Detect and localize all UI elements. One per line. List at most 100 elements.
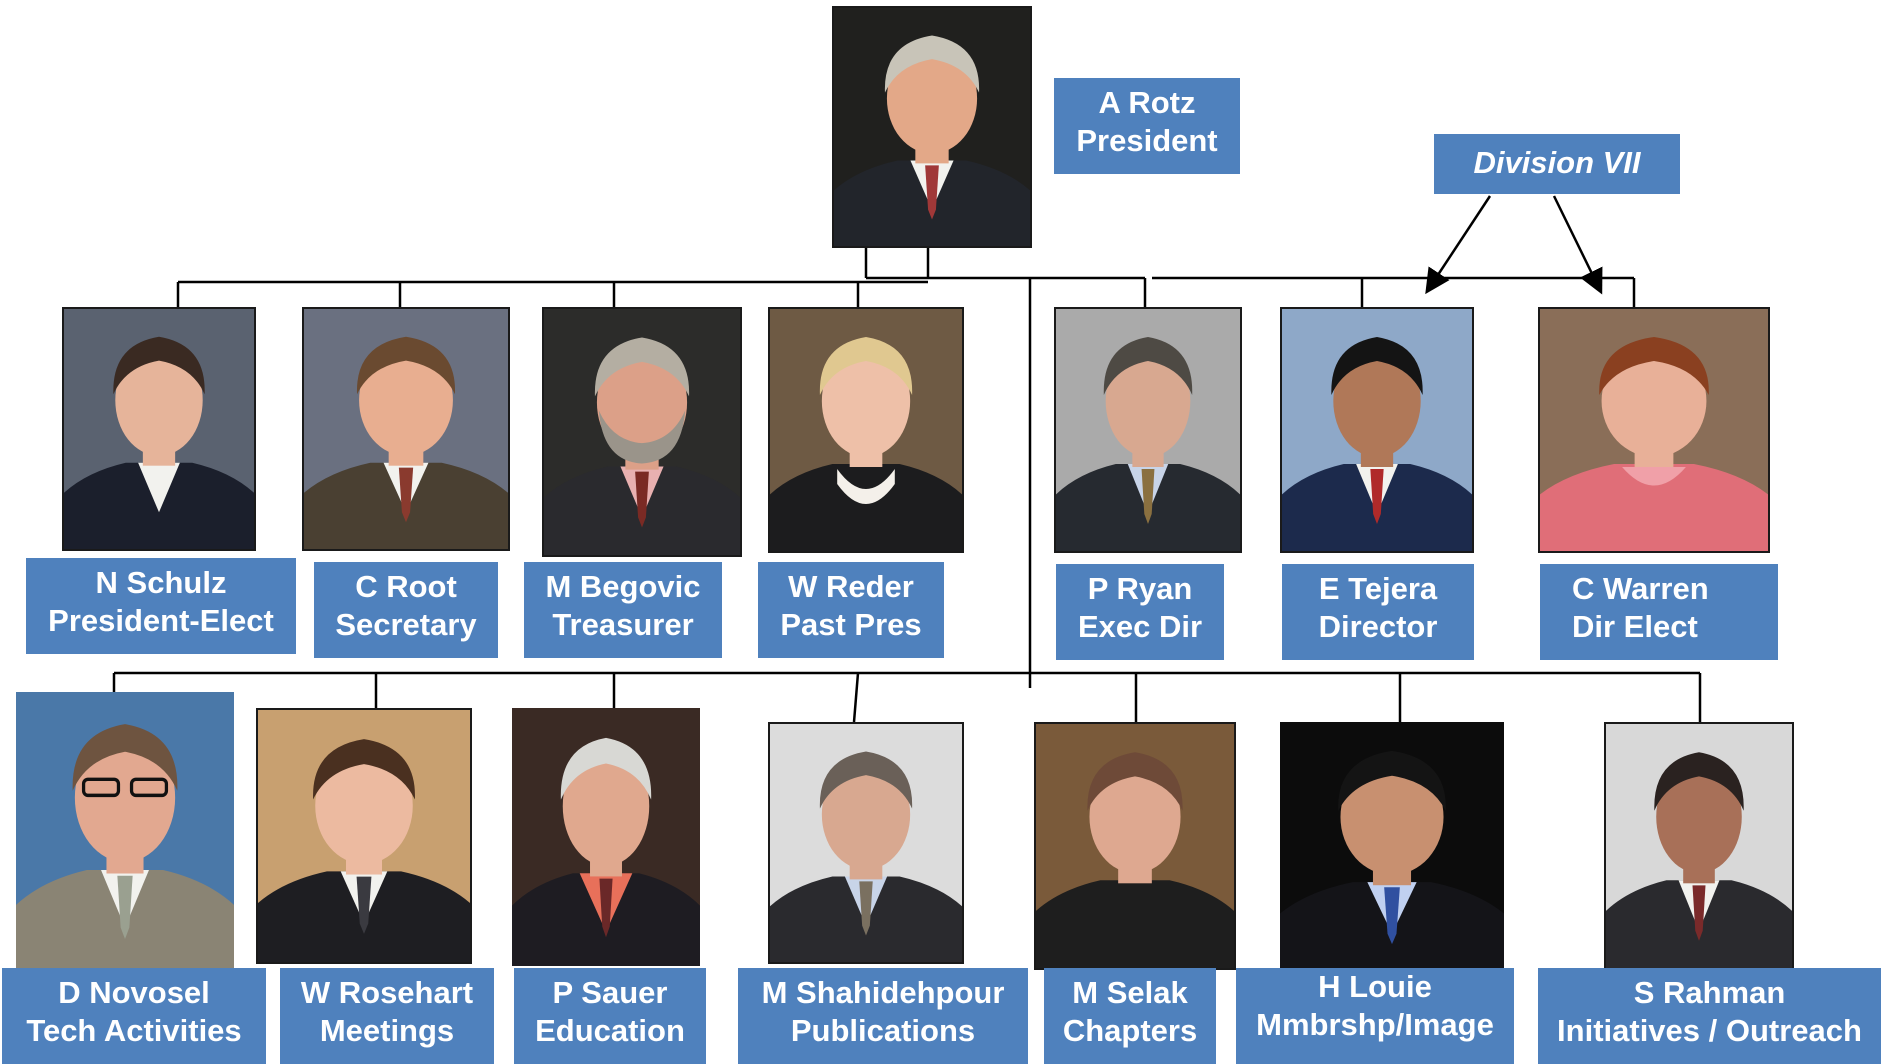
person-name: C Root — [355, 569, 457, 604]
root-label: C Root Secretary — [314, 562, 498, 658]
person-role: Dir Elect — [1572, 609, 1698, 644]
tie-shape — [117, 875, 133, 939]
sauer-label: P Sauer Education — [514, 968, 706, 1064]
tejera-label: E Tejera Director — [1282, 564, 1474, 660]
person-name: P Ryan — [1087, 571, 1193, 606]
person-role: Tech Activities — [26, 1013, 242, 1048]
person-role: Director — [1318, 609, 1438, 644]
selak-label: M Selak Chapters — [1044, 968, 1216, 1064]
sauer-photo — [512, 708, 700, 966]
face-shape — [74, 733, 176, 863]
face-shape — [1089, 760, 1181, 874]
rosehart-photo — [256, 708, 472, 964]
person-role: Chapters — [1062, 1013, 1198, 1048]
person-name: N Schulz — [95, 565, 227, 600]
person-role: Secretary — [335, 607, 477, 642]
novosel-photo — [16, 692, 234, 970]
rosehart-label: W Rosehart Meetings — [280, 968, 494, 1064]
president-label: A Rotz President — [1054, 78, 1240, 174]
louie-label: H Louie Mmbrshp/Image — [1236, 968, 1514, 1064]
face-shape — [315, 747, 413, 865]
warren-label: C Warren Dir Elect — [1540, 564, 1778, 660]
face-shape — [821, 759, 911, 870]
president-photo — [832, 6, 1032, 248]
shirt-collar — [138, 462, 180, 513]
person-name: D Novosel — [58, 975, 210, 1010]
person-role: Publications — [790, 1013, 976, 1048]
person-name: H Louie — [1318, 969, 1432, 1004]
hair-shape — [819, 337, 913, 395]
tie-shape — [599, 878, 613, 938]
hair-shape — [1599, 337, 1709, 395]
tie-shape — [859, 881, 873, 936]
person-role: Initiatives / Outreach — [1557, 1013, 1862, 1048]
face-shape — [1105, 345, 1191, 457]
hair-shape — [1331, 337, 1423, 395]
root-photo — [302, 307, 510, 551]
face-shape — [1656, 760, 1742, 874]
division-vii-box: Division VII — [1434, 134, 1680, 194]
selak-photo — [1034, 722, 1236, 970]
face-shape — [562, 746, 650, 866]
person-name: M Shahidehpour — [761, 975, 1005, 1010]
shahidehpour-label: M Shahidehpour Publications — [738, 968, 1028, 1064]
begovic-label: M Begovic Treasurer — [524, 562, 722, 658]
tejera-photo — [1280, 307, 1474, 553]
warren-photo — [1538, 307, 1770, 553]
ryan-label: P Ryan Exec Dir — [1056, 564, 1224, 660]
blouse-neckline — [837, 469, 895, 504]
tie-shape — [925, 165, 939, 220]
glasses-right — [129, 777, 169, 798]
hair-shape — [1654, 752, 1744, 811]
face-shape — [886, 43, 978, 154]
face-shape — [359, 344, 453, 456]
hair-shape — [313, 739, 415, 800]
tie-shape — [1384, 887, 1400, 945]
hair-shape — [1103, 337, 1193, 395]
blouse-neckline — [1622, 467, 1686, 486]
tie-shape — [1692, 885, 1706, 941]
face-shape — [596, 345, 688, 460]
hair-shape — [560, 737, 652, 800]
hair-shape — [1338, 750, 1446, 811]
face-shape — [821, 345, 911, 457]
person-role: Mmbrshp/Image — [1256, 1007, 1494, 1042]
person-name: P Sauer — [552, 975, 668, 1010]
person-role: Meetings — [319, 1013, 455, 1048]
person-role: President — [1076, 123, 1218, 158]
hair-shape — [594, 337, 690, 397]
schulz-label: N Schulz President-Elect — [26, 558, 296, 654]
schulz-photo — [62, 307, 256, 551]
person-role: Education — [535, 1013, 685, 1048]
suit-shape — [770, 464, 962, 551]
face-shape — [115, 344, 203, 456]
louie-photo — [1280, 722, 1504, 972]
tie-shape — [356, 876, 372, 934]
suit-shape — [1540, 464, 1768, 551]
person-name: M Begovic — [545, 569, 701, 604]
hair-shape — [884, 35, 980, 93]
hair-shape — [1087, 752, 1183, 811]
person-name: A Rotz — [1098, 85, 1196, 120]
person-name: E Tejera — [1318, 571, 1438, 606]
hair-shape — [356, 336, 456, 395]
person-name: S Rahman — [1633, 975, 1786, 1010]
ryan-photo — [1054, 307, 1242, 553]
face-shape — [1340, 759, 1444, 875]
person-name: M Selak — [1072, 975, 1188, 1010]
tie-shape — [1370, 469, 1384, 524]
person-name: W Rosehart — [300, 975, 474, 1010]
hair-shape — [113, 336, 205, 395]
beard-shape — [598, 410, 686, 464]
hair-shape — [819, 751, 913, 809]
shahidehpour-photo — [768, 722, 964, 964]
hair-shape — [72, 724, 178, 791]
face-shape — [1601, 345, 1707, 457]
tie-shape — [398, 467, 414, 523]
novosel-label: D Novosel Tech Activities — [2, 968, 266, 1064]
person-role: Exec Dir — [1077, 609, 1203, 644]
face-shape — [1333, 345, 1421, 457]
suit-shape — [1036, 880, 1234, 968]
person-name: W Reder — [788, 569, 914, 604]
